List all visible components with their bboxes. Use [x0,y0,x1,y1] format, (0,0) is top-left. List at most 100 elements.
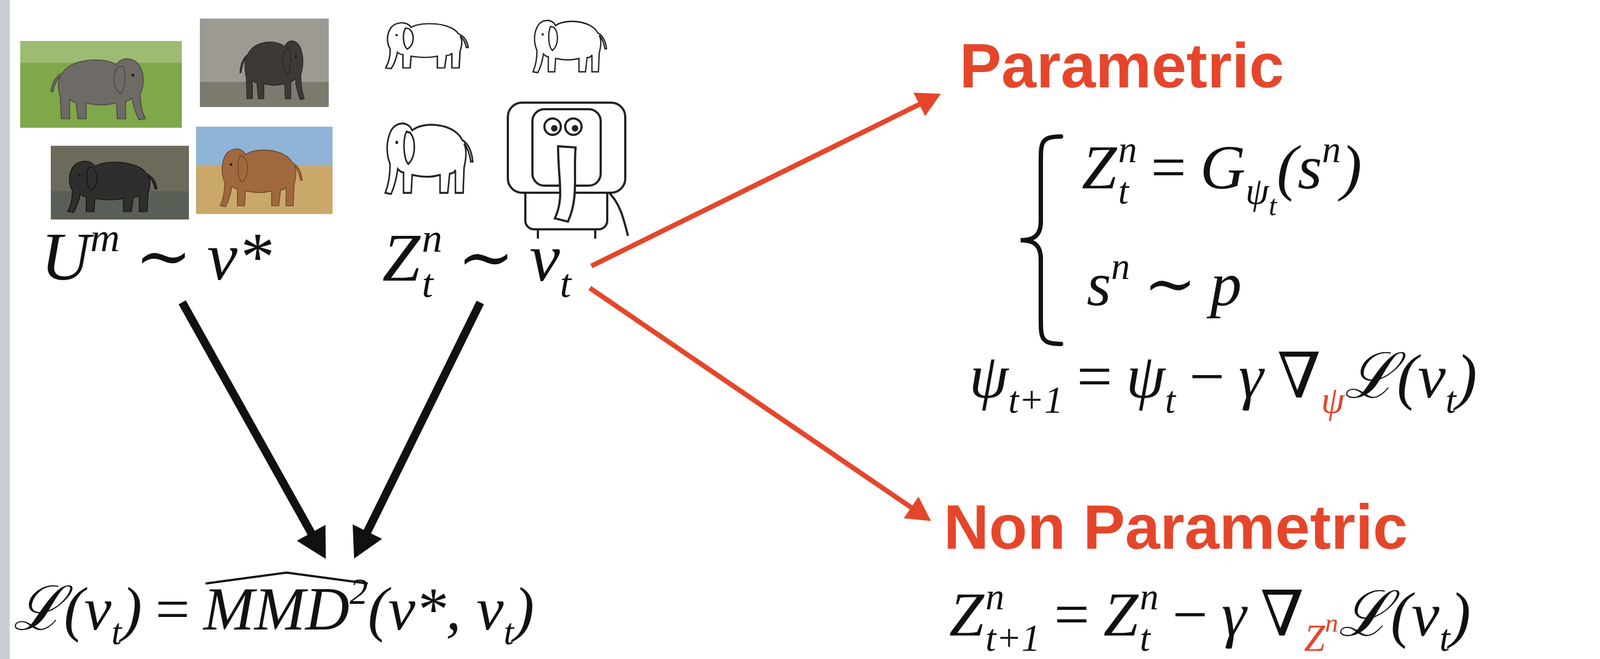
math-symbol: t [422,261,443,307]
math-symbol: Z [1103,579,1139,650]
math-symbol: Z [1081,132,1117,203]
math-symbol: = [1076,341,1113,412]
math-symbol: ) [1456,341,1478,412]
math-symbol: 2 [349,571,369,613]
math-symbol: t [111,611,122,653]
math-symbol: (ν*, ν [367,575,504,643]
math-symbol: = [1151,132,1187,203]
math-symbol: ψ [1126,341,1165,412]
math-symbol: = [1053,579,1090,650]
script-stack: nt+1 [985,576,1041,659]
math-symbol: n [1324,608,1338,638]
nonparametric-block: Non ParametricZnt+1=Znt−γ∇Znℒ(νt) [943,494,1472,654]
elephant-photo [199,18,329,108]
math-symbol: Z [949,579,985,650]
math-symbol: ∇ [1260,579,1305,650]
elephant-photo [20,40,182,128]
math-symbol: Z [382,220,421,296]
script-stack: nt [1118,129,1138,213]
math-symbol: n [422,215,443,262]
formula-row: sn ∼p [1086,243,1242,326]
math-symbol: t+1 [1008,379,1063,422]
math-symbol: ) [1449,579,1471,650]
math-symbol: = [155,575,191,643]
math-symbol: ∼ [134,218,193,295]
math-symbol: s [1086,249,1112,319]
formula-row: ψt+1=ψt−γ∇ψℒ(νt) [969,335,1478,418]
math-symbol: ℒ(ν [13,575,112,643]
formula-row: Um ∼ν* [40,215,272,298]
math-symbol: t [1139,618,1159,659]
math-symbol: t [1445,379,1456,422]
math-symbol: − [1172,579,1208,650]
math-symbol: Z [1304,617,1325,659]
arrow-shaft [182,302,313,536]
arrow-head [903,496,932,522]
math-symbol: t [503,611,514,653]
parametric-block: ParametricZnt=Gψt(sn)sn∼pψt+1=ψt−γ∇ψℒ(νt… [959,32,1478,418]
math-symbol: t [1118,170,1138,213]
loss-formula: ℒ(νt)=MMD2(ν*, νt) [13,573,535,644]
math-symbol: m [90,214,120,260]
math-symbol: ∇ [1277,341,1321,412]
curly-brace [1020,136,1062,345]
formula-row: Non Parametric [943,494,1408,560]
math-symbol: ) [513,575,535,643]
math-symbol: U [40,218,91,295]
arrow-head [913,92,941,117]
math-symbol: ∼ [1144,249,1197,319]
formula-row: Znt=Gψt(sn) [1081,126,1362,209]
elephant-photo [196,126,333,215]
elephant-photo [50,145,189,220]
math-symbol: n [1111,245,1131,288]
script-stack: nt [1139,576,1159,659]
arrow-head [352,524,383,559]
elephant-drawing [532,20,607,73]
elephant-drawing [385,22,468,69]
math-symbol: n [1139,576,1159,619]
arrow-shaft [365,302,480,535]
math-symbol: n [1118,129,1138,171]
math-symbol: ∼ [457,220,515,296]
script-stack: nt [422,215,443,306]
formula-row: Parametric [959,32,1285,99]
arrow-head [297,524,327,560]
flow-arrow [591,92,941,267]
section-heading: Non Parametric [943,492,1408,562]
elephant-drawing [385,123,473,194]
flow-arrow [589,288,932,522]
flow-arrow [352,302,481,559]
math-symbol: − [1189,341,1225,412]
math-symbol: t+1 [985,618,1041,659]
math-symbol: t [1165,379,1176,422]
formula-row: Znt∼νt [382,215,572,298]
section-heading: Parametric [959,30,1285,101]
formula-row: Znt+1=Znt−γ∇Znℒ(νt) [949,576,1471,654]
math-symbol: t [559,260,572,306]
math-symbol: G [1200,132,1246,203]
distribution-label: Znt∼νt [382,215,572,298]
math-symbol: ) [1341,132,1362,203]
math-symbol: ℒ(ν [1338,579,1440,650]
math-symbol: ν* [206,218,272,295]
math-symbol: ψ [969,341,1009,412]
math-symbol: γ [1238,341,1264,412]
math-symbol: n [985,576,1041,619]
math-symbol: ν [529,220,560,296]
math-symbol: ψ [1320,379,1345,422]
math-symbol: MMD [203,575,349,643]
math-symbol: p [1210,249,1242,319]
math-symbol: (s [1276,132,1323,203]
math-symbol: n [1322,128,1342,171]
elephant-drawing [507,102,628,239]
distribution-label: Um ∼ν* [40,215,272,298]
arrow-shaft [589,288,914,509]
side-bar [0,0,10,659]
math-symbol: ℒ(ν [1344,341,1446,412]
formula-row: ℒ(νt)=MMD2(ν*, νt) [13,573,535,644]
arrow-shaft [591,103,922,266]
math-symbol: γ [1221,579,1247,650]
math-symbol: ψ [1245,170,1270,212]
math-symbol: ) [121,575,142,643]
